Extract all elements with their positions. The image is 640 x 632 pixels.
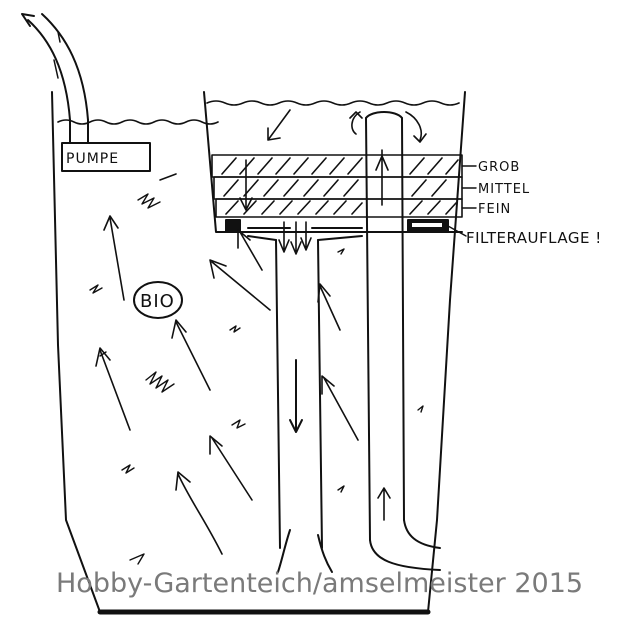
bio-label: BIO	[140, 291, 175, 312]
bio-zone-marker	[133, 281, 183, 319]
outer-container	[51, 91, 466, 615]
layer-label-pointers	[447, 165, 477, 237]
medium-layer-label: MITTEL	[478, 182, 530, 197]
pump-box	[61, 119, 151, 172]
filter-chamber	[203, 91, 463, 233]
outlet-pipe	[21, 13, 89, 121]
filter-support	[225, 219, 449, 232]
turbulence-marks	[89, 193, 424, 565]
filter-support-label: FILTERAUFLAGE !	[466, 229, 602, 247]
down-pipe	[247, 235, 363, 573]
coarse-layer-label: GROB	[478, 160, 520, 175]
riser-pipe	[365, 111, 441, 571]
flow-arrows-top	[239, 109, 427, 255]
flow-arrows-bio	[95, 173, 359, 555]
fine-layer-label: FEIN	[478, 202, 511, 217]
watermark: Hobby-Gartenteich/amselmeister 2015	[56, 568, 583, 599]
filter-layers	[211, 154, 463, 218]
water-surface-outer	[57, 119, 219, 125]
pump-label: PUMPE	[66, 151, 119, 167]
